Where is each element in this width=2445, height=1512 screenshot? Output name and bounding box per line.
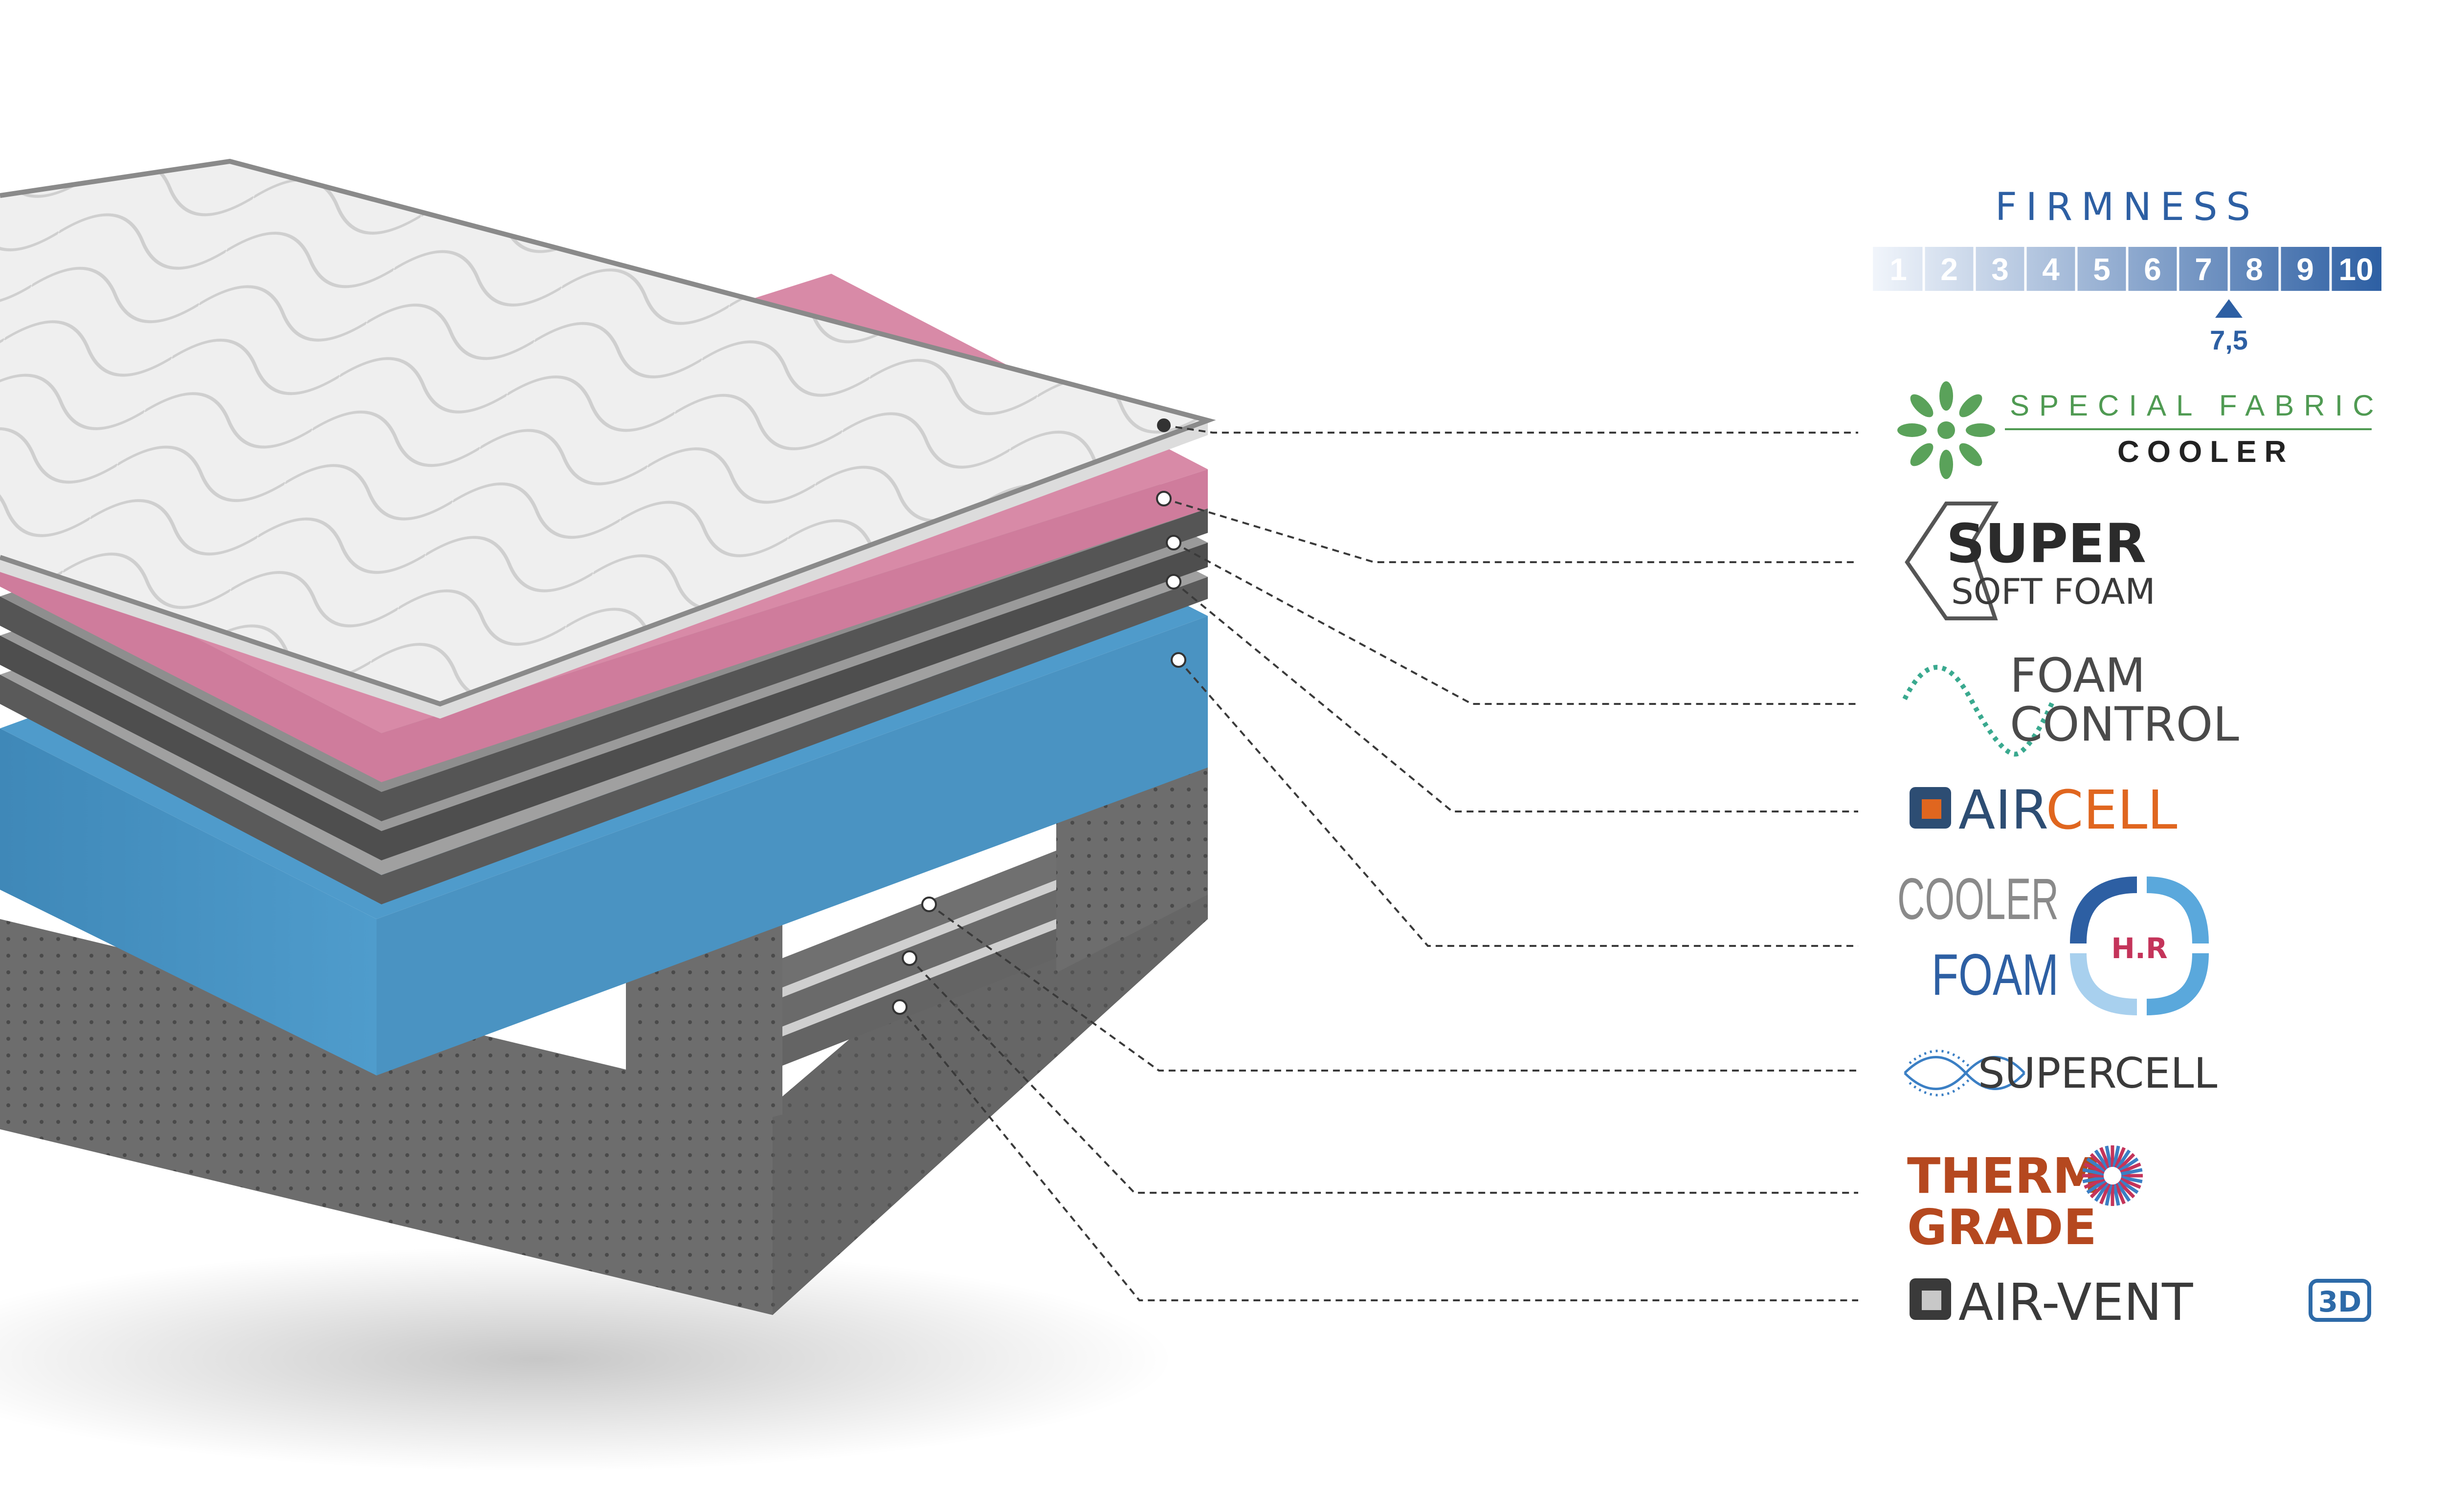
foam-control-line2: CONTROL (2010, 697, 2239, 752)
air-vent-sep: - (2042, 1272, 2058, 1332)
dot-super-soft-foam (1156, 491, 1172, 506)
blue-foam-front (0, 728, 377, 1075)
leaf-burst-icon (1897, 381, 1995, 479)
floor-shadow (0, 1247, 1174, 1471)
super-soft-foam-line1: SUPER (1946, 512, 2146, 575)
top-cover (0, 161, 1208, 704)
dot-thermo-grade (902, 950, 917, 966)
base-side-front (0, 919, 773, 1315)
sun-rays-icon (2082, 1145, 2143, 1206)
logo-foam-control: FOAM CONTROL (1902, 648, 2239, 757)
logo-super-soft-foam: SUPER SOFT FOAM (1905, 502, 2156, 620)
firmness-number-9: 9 (2296, 252, 2314, 287)
leader-air-vent (899, 1006, 1858, 1301)
air-vent-text: AIR-VENT (1958, 1272, 2193, 1332)
thermo-grade-line2: GRADE (1907, 1199, 2097, 1256)
foam-control-line1: FOAM (2010, 648, 2146, 703)
inner-layer-2-gap (782, 919, 1056, 1036)
air-vent-part1: AIR (1958, 1272, 2043, 1332)
supercell-text: SUPERCELL (1978, 1049, 2218, 1098)
air-vent-badge-box (2309, 1279, 2371, 1322)
leader-special-fabric (1163, 424, 1858, 434)
leader-aircell (1173, 581, 1858, 812)
cooler-foam-line1: COOLER (1897, 866, 2059, 932)
firmness-number-10: 10 (2338, 252, 2373, 287)
inner-layer-1-gap (782, 880, 1056, 997)
dot-special-fabric (1157, 418, 1171, 432)
recycle-arrows-icon (2070, 877, 2209, 1015)
firmness-number-6: 6 (2144, 252, 2161, 287)
aircell-text: AIRCELL (1958, 779, 2178, 841)
inner-layer-3 (782, 929, 1056, 1066)
logo-cooler-foam: COOLER FOAM H.R (1897, 866, 2209, 1015)
firmness-title: FIRMNESS (1995, 185, 2259, 229)
firmness-value: 7,5 (2210, 325, 2248, 355)
leader-cooler-foam (1178, 659, 1858, 947)
firmness-number-1: 1 (1889, 252, 1907, 287)
dot-foam-control (1166, 535, 1181, 550)
aircell-part2: CELL (2046, 779, 2178, 841)
cooler-foam-badge: H.R (2111, 932, 2167, 965)
blue-foam-top-right (377, 616, 1208, 1075)
dot-supercell (921, 897, 937, 912)
super-soft-foam-line2: SOFT FOAM (1951, 571, 2156, 612)
firmness-number-4: 4 (2042, 252, 2060, 287)
inner-layer-2 (782, 890, 1056, 1027)
firmness-number-5: 5 (2093, 252, 2111, 287)
pink-layer-front (0, 469, 1208, 782)
thermo-grade-line1: THERM (1907, 1147, 2101, 1205)
special-fabric-line2: COOLER (2117, 435, 2294, 469)
base-flap-front (626, 924, 782, 1154)
firmness-number-3: 3 (1991, 252, 2009, 287)
aircell-part1: AIR (1958, 779, 2047, 841)
leader-super-soft-foam (1163, 498, 1858, 563)
twist-strands-icon (1904, 1050, 2025, 1096)
dot-cooler-foam (1171, 652, 1186, 668)
logo-thermo-grade: THERM GRADE (1907, 1145, 2143, 1256)
dot-air-vent (892, 999, 908, 1015)
hexagon-outline-icon (1905, 502, 1999, 620)
firmness-number-8: 8 (2245, 252, 2263, 287)
top-cover-piping (0, 158, 1216, 707)
air-vent-part2: VENT (2057, 1272, 2193, 1332)
cooler-foam-line2: FOAM (1932, 942, 2059, 1008)
leader-dots (892, 418, 1186, 1015)
mattress-illustration (0, 158, 1216, 1471)
leader-thermo-grade (909, 957, 1858, 1194)
logo-supercell: SUPERCELL (1904, 1049, 2218, 1098)
dot-aircell (1166, 574, 1181, 590)
special-fabric-line1: SPECIAL FABRIC (2010, 389, 2384, 422)
firmness-number-2: 2 (1940, 252, 1958, 287)
leader-supercell (928, 903, 1858, 1072)
logo-aircell: AIRCELL (1910, 779, 2178, 841)
air-vent-badge: 3D (2318, 1285, 2362, 1318)
logo-air-vent: AIR-VENT 3D (1910, 1272, 2371, 1332)
firmness-number-7: 7 (2195, 252, 2212, 287)
leader-foam-control (1173, 542, 1858, 705)
leader-lines (899, 424, 1858, 1301)
logo-special-fabric-cooler: SPECIAL FABRIC COOLER (1897, 381, 2384, 479)
inner-layer-1 (782, 851, 1056, 987)
firmness-marker-arrow (2215, 299, 2243, 318)
